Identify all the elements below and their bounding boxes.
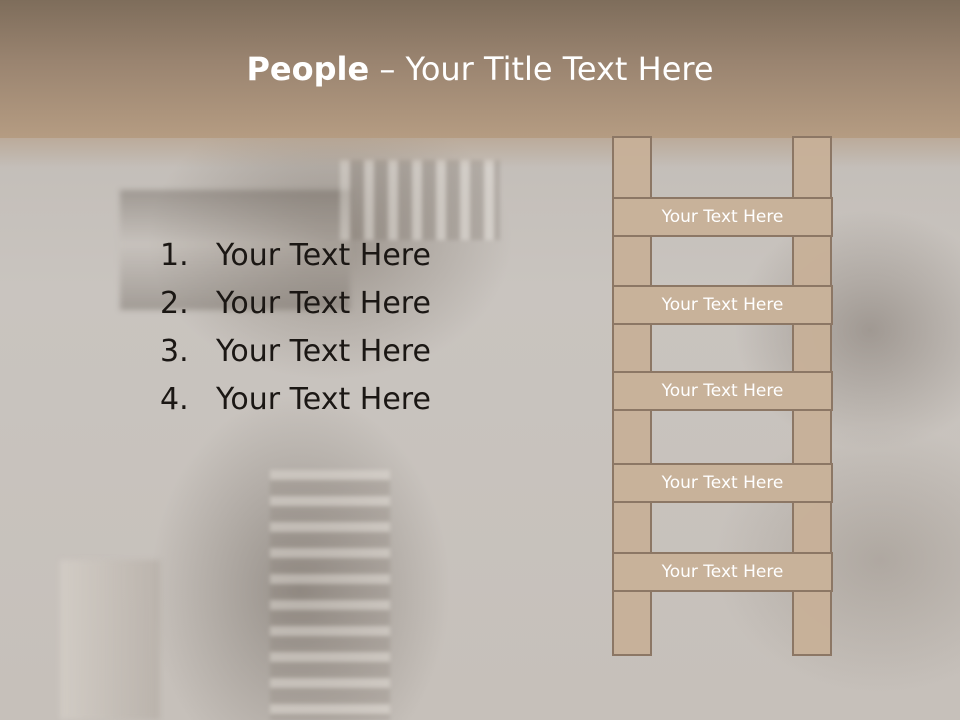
list-item-text: Your Text Here xyxy=(216,238,431,273)
slide-title-bold: People xyxy=(246,50,370,88)
list-number: 3. xyxy=(160,334,189,369)
list-number: 2. xyxy=(160,286,189,321)
title-banner xyxy=(0,0,960,138)
list-number: 1. xyxy=(160,238,189,273)
background-gear-bottom xyxy=(270,470,390,720)
list-item[interactable]: 3. Your Text Here xyxy=(160,332,431,380)
ladder-rung-3[interactable]: Your Text Here xyxy=(612,371,833,411)
list-item[interactable]: 4. Your Text Here xyxy=(160,380,431,428)
list-item[interactable]: 2. Your Text Here xyxy=(160,284,431,332)
list-item-text: Your Text Here xyxy=(216,334,431,369)
list-item[interactable]: 1. Your Text Here xyxy=(160,236,431,284)
slide-title-rest: – Your Title Text Here xyxy=(369,50,714,88)
numbered-list[interactable]: 1. Your Text Here 2. Your Text Here 3. Your… xyxy=(160,236,431,428)
ladder-rung-4[interactable]: Your Text Here xyxy=(612,463,833,503)
list-number: 4. xyxy=(160,382,189,417)
slide-title[interactable]: People – Your Title Text Here xyxy=(0,50,960,88)
background-shaft-shape xyxy=(120,190,350,310)
ladder-rung-2[interactable]: Your Text Here xyxy=(612,285,833,325)
background-gear-top xyxy=(340,160,500,240)
background-block-shape xyxy=(60,560,160,720)
ladder-rung-1[interactable]: Your Text Here xyxy=(612,197,833,237)
list-item-text: Your Text Here xyxy=(216,382,431,417)
list-item-text: Your Text Here xyxy=(216,286,431,321)
ladder-rung-5[interactable]: Your Text Here xyxy=(612,552,833,592)
